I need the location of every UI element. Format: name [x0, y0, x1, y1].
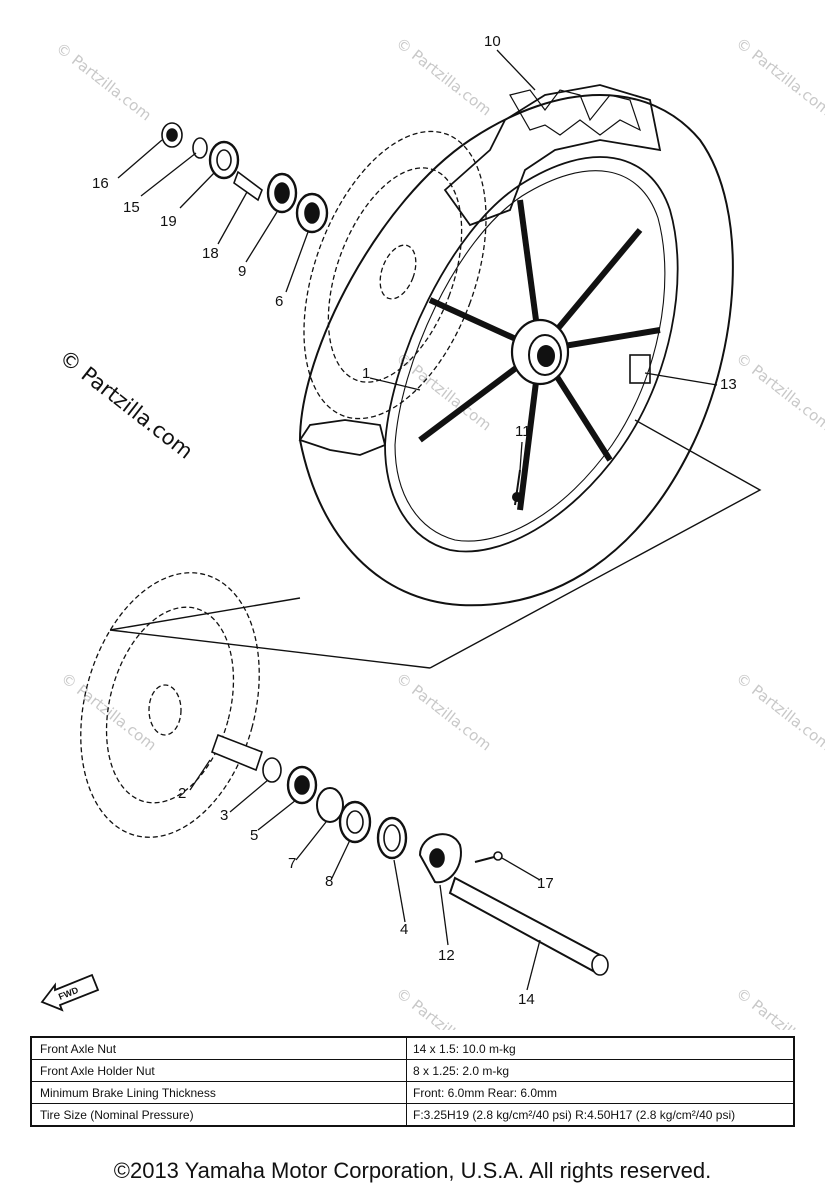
callout-7: 7: [288, 855, 296, 872]
callout-10: 10: [484, 33, 501, 50]
table-row: Front Axle Nut 14 x 1.5: 10.0 m-kg: [30, 1036, 795, 1060]
spec-value: F:3.25H19 (2.8 kg/cm²/40 psi) R:4.50H17 …: [406, 1103, 795, 1127]
fwd-arrow-icon: FWD: [40, 973, 100, 1012]
parts-diagram: © Partzilla.com © Partzilla.com © Partzi…: [40, 33, 825, 1030]
callout-3: 3: [220, 807, 228, 824]
callout-18: 18: [202, 245, 219, 262]
spec-label: Front Axle Holder Nut: [30, 1059, 407, 1082]
watermark: © Partzilla.com: [733, 669, 825, 754]
spec-value: 8 x 1.25: 2.0 m-kg: [406, 1059, 795, 1082]
callout-1: 1: [362, 365, 370, 382]
brake-disc-lower: [80, 572, 260, 838]
watermark: © Partzilla.com: [393, 984, 495, 1030]
callout-13: 13: [720, 376, 737, 393]
callout-11: 11: [515, 423, 531, 440]
callout-9: 9: [238, 263, 246, 280]
spec-label: Tire Size (Nominal Pressure): [30, 1103, 407, 1127]
watermark: © Partzilla.com: [733, 34, 825, 119]
table-row: Front Axle Holder Nut 8 x 1.25: 2.0 m-kg: [30, 1059, 795, 1082]
watermark: © Partzilla.com: [53, 39, 155, 124]
watermark: © Partzilla.com: [733, 349, 825, 434]
callout-15: 15: [123, 199, 140, 216]
callout-17: 17: [537, 875, 554, 892]
callout-labels: 10 16 15 19 18 9 6 1 13 11 2 3 5 7 8 4 1…: [92, 33, 737, 1008]
table-row: Tire Size (Nominal Pressure) F:3.25H19 (…: [30, 1103, 795, 1127]
watermark-main: © Partzilla.com: [55, 345, 197, 464]
spec-table: Front Axle Nut 14 x 1.5: 10.0 m-kg Front…: [30, 1036, 795, 1127]
leader-lines: [117, 49, 718, 991]
callout-14: 14: [518, 991, 535, 1008]
copyright-footer: ©2013 Yamaha Motor Corporation, U.S.A. A…: [113, 1158, 712, 1183]
lower-hardware: [210, 733, 609, 976]
watermark: © Partzilla.com: [393, 34, 495, 119]
watermark: © Partzilla.com: [733, 984, 825, 1030]
callout-19: 19: [160, 213, 177, 230]
spec-label: Front Axle Nut: [30, 1036, 407, 1060]
watermark: © Partzilla.com: [58, 669, 160, 754]
callout-8: 8: [325, 873, 333, 890]
callout-4: 4: [400, 921, 408, 938]
table-row: Minimum Brake Lining Thickness Front: 6.…: [30, 1081, 795, 1104]
callout-6: 6: [275, 293, 283, 310]
upper-hardware: [161, 122, 329, 234]
callout-2: 2: [178, 785, 186, 802]
spec-value: Front: 6.0mm Rear: 6.0mm: [406, 1081, 795, 1104]
spec-value: 14 x 1.5: 10.0 m-kg: [406, 1036, 795, 1060]
wheel-assembly: [298, 84, 734, 607]
assembly-plane: [109, 419, 762, 669]
callout-16: 16: [92, 175, 109, 192]
callout-5: 5: [250, 827, 258, 844]
callout-12: 12: [438, 947, 455, 964]
watermark: © Partzilla.com: [393, 669, 495, 754]
spec-label: Minimum Brake Lining Thickness: [30, 1081, 407, 1104]
